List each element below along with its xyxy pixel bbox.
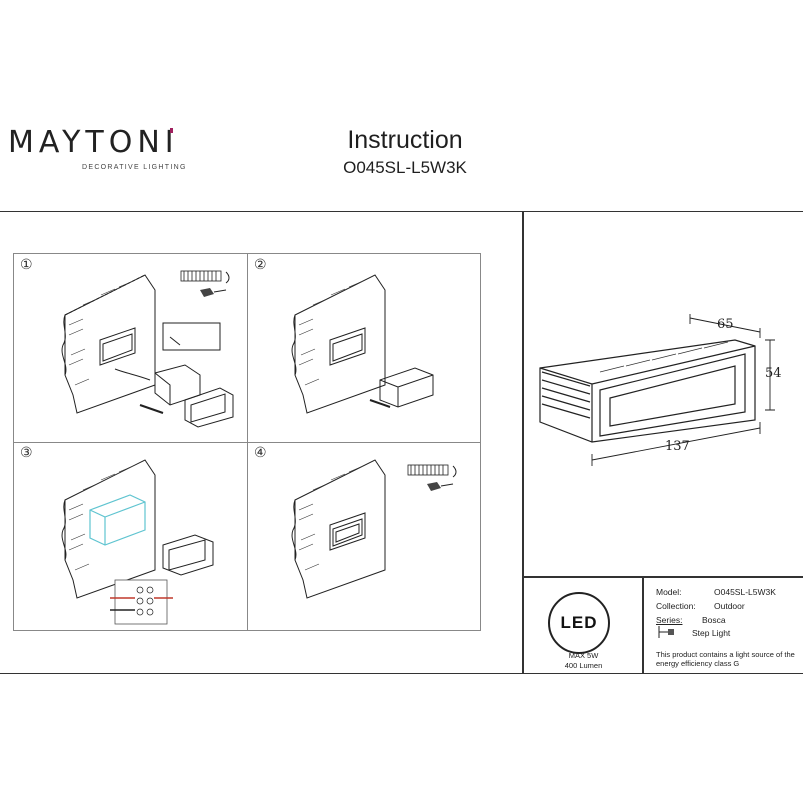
lumen-output: 400 Lumen xyxy=(564,661,603,670)
collection-value: Outdoor xyxy=(714,601,745,611)
collection-label: Collection: xyxy=(656,601,696,611)
led-logo: LED xyxy=(548,592,610,654)
product-dimension-drawing xyxy=(539,314,775,466)
page-title: Instruction xyxy=(347,126,463,154)
step-1-screwdriver-icon xyxy=(180,270,230,297)
series-label: Series: xyxy=(656,615,683,625)
step-light-icon xyxy=(658,626,674,638)
dimension-length: 137 xyxy=(665,439,690,454)
type-value: Step Light xyxy=(692,628,731,638)
steps-grid-hline xyxy=(13,442,481,443)
brand-tagline: DECORATIVE LIGHTING xyxy=(82,164,187,171)
energy-class-note: This product contains a light source of … xyxy=(656,650,795,668)
series-value: Bosca xyxy=(702,615,726,625)
info-series-row: Series: Bosca xyxy=(656,615,726,625)
step-4-illustration xyxy=(291,459,386,599)
instruction-sheet xyxy=(0,211,803,674)
step-4-number: ④ xyxy=(254,445,267,461)
step-4-screwdriver-icon xyxy=(407,464,457,491)
brand-accent-dot xyxy=(170,128,173,133)
dimension-depth: 65 xyxy=(717,317,734,332)
model-code: O045SL-L5W3K xyxy=(343,158,467,177)
step-1-illustration xyxy=(61,274,234,428)
info-panel-divider xyxy=(522,576,803,578)
brand-name: MAYTONI xyxy=(8,125,179,160)
model-value: O045SL-L5W3K xyxy=(714,587,776,597)
step-2-illustration xyxy=(291,274,434,414)
step-1-number: ① xyxy=(20,257,33,273)
model-label: Model: xyxy=(656,587,682,597)
info-collection-row: Collection: Outdoor xyxy=(656,601,745,611)
step-3-number: ③ xyxy=(20,445,33,461)
step-2-number: ② xyxy=(254,257,267,273)
dimension-height: 54 xyxy=(765,366,782,381)
brand-logo: MAYTONI DECORATIVE LIGHTING xyxy=(8,125,188,172)
led-logo-text: LED xyxy=(560,613,598,632)
step-3-illustration xyxy=(61,459,214,625)
info-panel-split xyxy=(642,576,644,674)
title-block: Instruction O045SL-L5W3K xyxy=(305,128,505,178)
info-model-row: Model: O045SL-L5W3K xyxy=(656,587,776,597)
max-power: MAX 5W xyxy=(568,651,599,660)
sheet-divider xyxy=(522,211,524,674)
